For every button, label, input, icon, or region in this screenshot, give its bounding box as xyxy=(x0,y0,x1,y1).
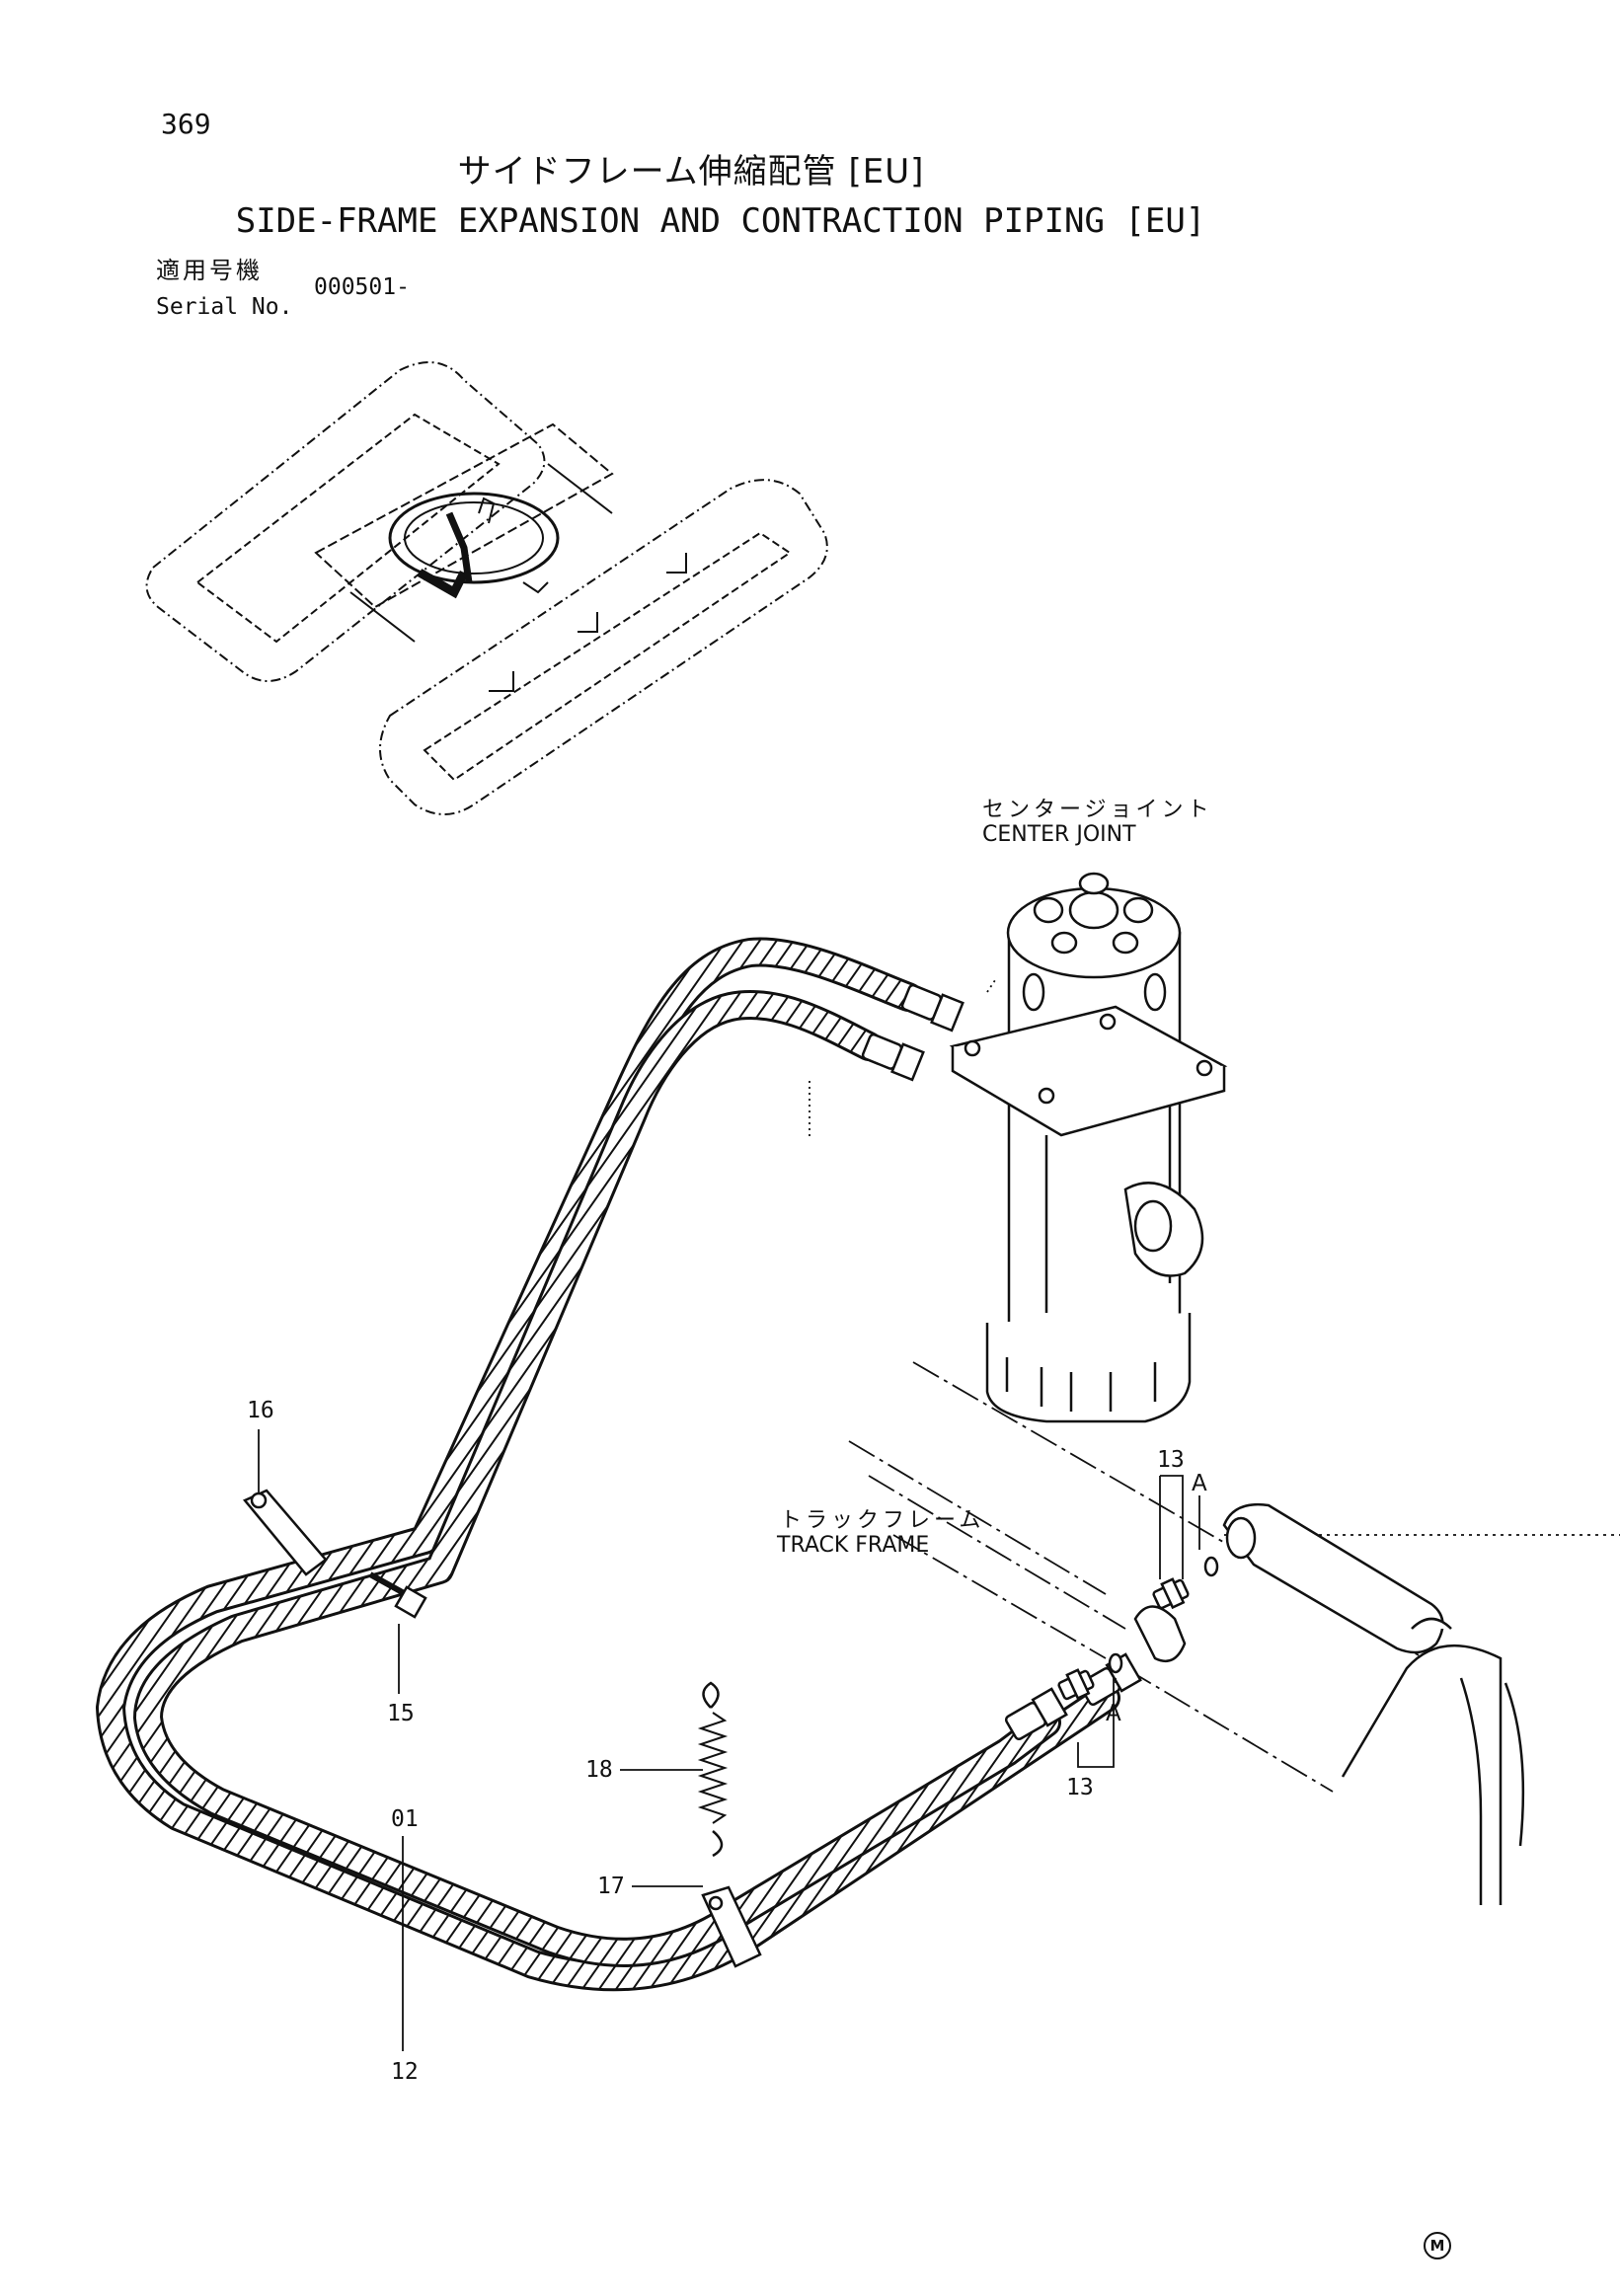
callout-17: 17 xyxy=(597,1874,625,1899)
callout-12: 12 xyxy=(391,2059,419,2085)
serial-label-english: Serial No. xyxy=(156,294,293,320)
undercarriage-overview xyxy=(145,361,828,815)
clamps-and-bolt xyxy=(242,1489,762,1968)
serial-number-value: 000501- xyxy=(314,274,410,300)
center-joint-label-japanese: センタージョイント xyxy=(982,798,1213,822)
center-joint xyxy=(949,872,1228,1423)
track-frame-label-english: TRACK FRAME xyxy=(777,1533,930,1558)
callout-16: 16 xyxy=(247,1398,274,1423)
center-joint-label-english: CENTER JOINT xyxy=(982,822,1136,847)
leader-lines xyxy=(258,1429,1200,2051)
hose-assembly xyxy=(96,937,1120,1992)
maker-mark: M xyxy=(1424,2232,1451,2259)
page-number: 369 xyxy=(161,108,211,140)
callout-13-top: 13 xyxy=(1157,1447,1185,1473)
page-title-japanese: サイドフレーム伸縮配管 [EU] xyxy=(457,152,925,191)
hose-fittings xyxy=(861,983,1219,1741)
callout-a-bottom: A xyxy=(1106,1701,1121,1726)
serial-label-japanese: 適用号機 xyxy=(156,257,263,284)
callout-18: 18 xyxy=(585,1757,613,1783)
expansion-cylinder xyxy=(1222,1502,1525,1905)
callout-13-bottom: 13 xyxy=(1066,1775,1094,1800)
track-frame-label-japanese: トラックフレーム xyxy=(780,1508,985,1533)
callout-a-top: A xyxy=(1192,1471,1207,1496)
callout-15: 15 xyxy=(387,1701,415,1726)
callout-01: 01 xyxy=(391,1806,419,1832)
track-frame-outline xyxy=(809,976,1620,1793)
page-title-english: SIDE-FRAME EXPANSION AND CONTRACTION PIP… xyxy=(235,201,1206,241)
